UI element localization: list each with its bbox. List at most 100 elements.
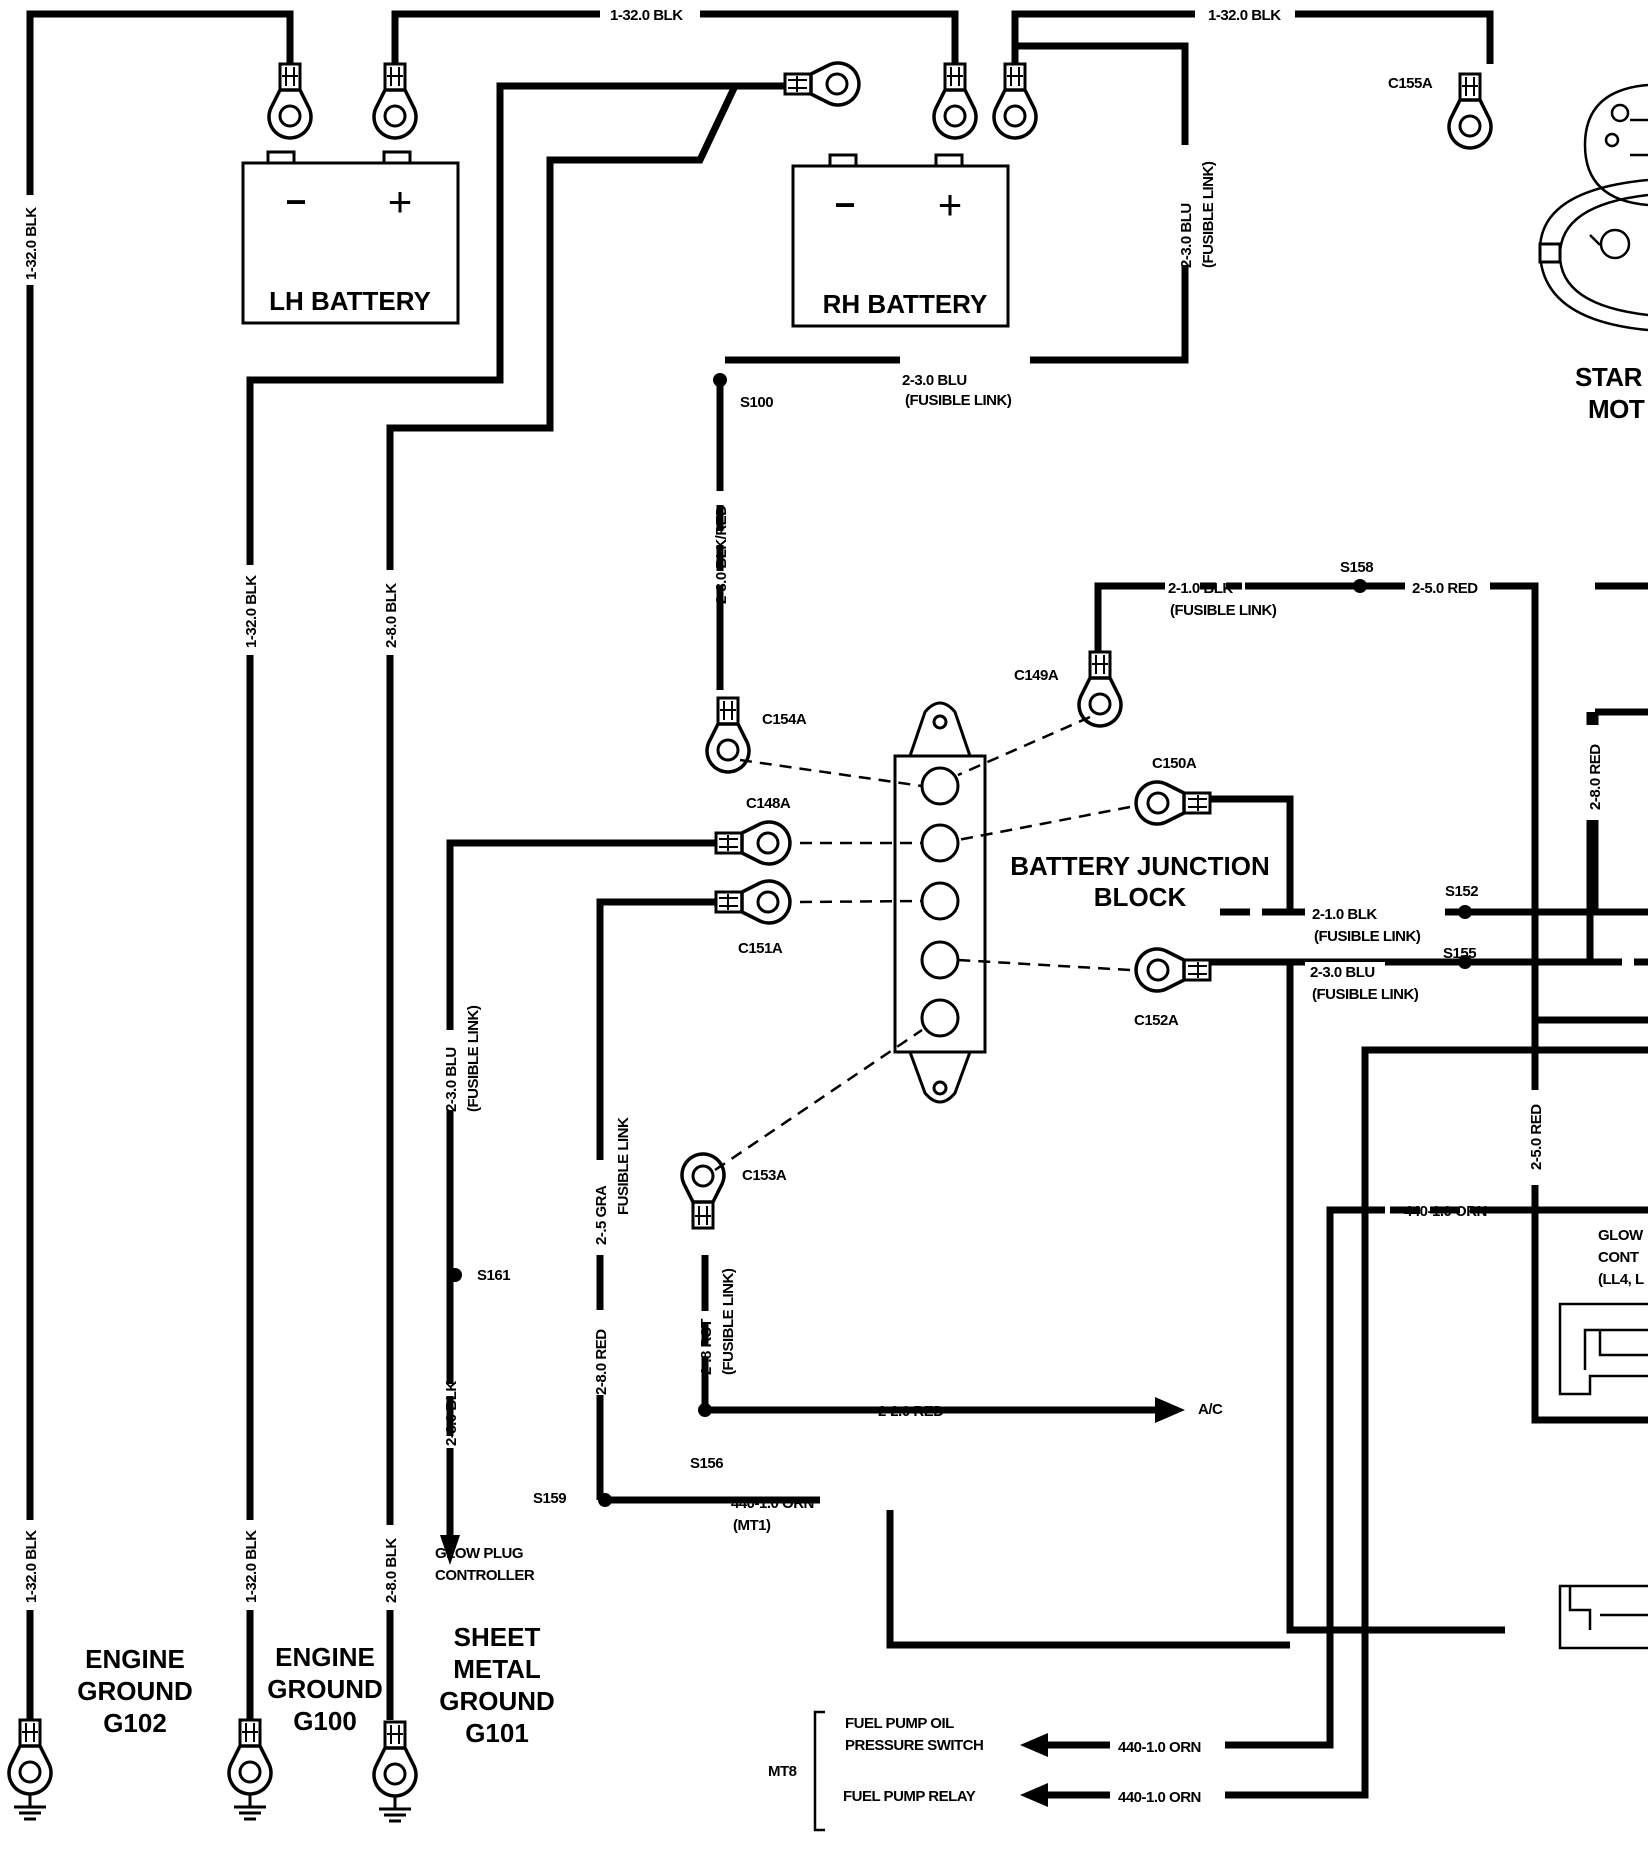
c148a-terminal <box>714 820 792 866</box>
wire-label-mid-2: 1-32.0 BLK <box>243 1530 260 1603</box>
wire-label-orn-fpo: 440-1.0 ORN <box>1118 1739 1201 1756</box>
g102-label-2: GROUND <box>77 1676 193 1706</box>
wire-label-top-left: 1-32.0 BLK <box>610 7 683 24</box>
g102-ground-icon <box>12 1791 48 1821</box>
wire-label-c149-fl: (FUSIBLE LINK) <box>1170 602 1277 619</box>
rh-battery-label: RH BATTERY <box>823 289 988 319</box>
wire-label-top-right: 1-32.0 BLK <box>1208 7 1281 24</box>
wire-label-rh-blu: 2-3.0 BLU <box>1178 203 1195 268</box>
g101-ground-terminal <box>372 1720 418 1798</box>
g101-label-2: METAL <box>453 1654 541 1684</box>
rh-pos-terminal <box>992 62 1038 140</box>
arrows <box>440 1397 1185 1807</box>
rh-neg-symbol: − <box>834 184 855 225</box>
grounds: ENGINE GROUND G102 ENGINE GROUND G100 SH… <box>7 1622 555 1823</box>
c151a-terminal <box>714 879 792 925</box>
g100-label-2: GROUND <box>267 1674 383 1704</box>
connector-c155a: C155A <box>1388 75 1433 92</box>
splice-s152: S152 <box>1445 883 1478 900</box>
wire-label-rst: 2-.8 RST <box>698 1319 715 1375</box>
rh-pos-symbol: + <box>938 181 963 228</box>
lh-battery: − + LH BATTERY <box>241 150 460 325</box>
g100-ground-icon <box>232 1791 268 1821</box>
dest-gpc-2: CONTROLLER <box>435 1567 535 1584</box>
wire-label-c148-fl: (FUSIBLE LINK) <box>465 1005 482 1112</box>
destination-labels: A/C GLOW PLUG CONTROLLER FUEL PUMP OIL P… <box>435 1401 1224 1805</box>
connector-c148a: C148A <box>746 795 791 812</box>
connector-c152a: C152A <box>1134 1012 1179 1029</box>
dest-ac: A/C <box>1198 1401 1223 1418</box>
lh-neg-terminal <box>267 62 313 140</box>
g102-label-1: ENGINE <box>85 1644 185 1674</box>
wire-label-rh-blu-fl: (FUSIBLE LINK) <box>1200 161 1217 268</box>
wire-label-mt1: (MT1) <box>733 1517 771 1534</box>
g100-label-3: G100 <box>293 1706 357 1736</box>
top-horizontal-terminal <box>783 61 861 107</box>
dest-fpo-2: PRESSURE SWITCH <box>845 1737 983 1754</box>
connector-labels: C155A C154A C149A C150A C148A C151A C152… <box>477 75 1479 1507</box>
wire-label-g101-1: 2-8.0 BLK <box>383 583 400 648</box>
lh-pos-terminal <box>372 62 418 140</box>
splice-s156: S156 <box>690 1455 723 1472</box>
wire-label-c149-blk: 2-1.0 BLK <box>1168 580 1233 597</box>
splice-s159: S159 <box>533 1490 566 1507</box>
glow-ctrl-label-3: (LL4, L <box>1598 1271 1644 1288</box>
connector-c153a: C153A <box>742 1167 787 1184</box>
c150a-terminal <box>1134 780 1212 826</box>
mt8-label: MT8 <box>768 1763 797 1780</box>
g100-label-1: ENGINE <box>275 1642 375 1672</box>
wire-label-c148-blu: 2-3.0 BLU <box>443 1047 460 1112</box>
g101-label-1: SHEET <box>454 1622 541 1652</box>
wire-label-g101-2: 2-8.0 BLK <box>383 1538 400 1603</box>
glow-ctrl-label-1: GLOW <box>1598 1227 1644 1244</box>
wire-label-s100-blu: 2-3.0 BLU <box>902 372 967 389</box>
lh-battery-label: LH BATTERY <box>269 286 431 316</box>
c149a-terminal <box>1077 650 1123 728</box>
connector-c149a: C149A <box>1014 667 1059 684</box>
wire-label-c150-blk: 2-1.0 BLK <box>1312 906 1377 923</box>
g101-ground-icon <box>377 1793 413 1823</box>
wire-label-ac-red: 2-2.0 RED <box>878 1403 944 1420</box>
c155a-terminal <box>1447 72 1493 150</box>
rh-neg-terminal <box>932 62 978 140</box>
glow-ctrl-label-2: CONT <box>1598 1249 1639 1266</box>
wire-label-red-v1: 2-8.0 RED <box>1587 744 1604 810</box>
wire-label-gra-fl: FUSIBLE LINK <box>615 1117 632 1215</box>
wire-label-c152-fl: (FUSIBLE LINK) <box>1312 986 1419 1003</box>
wire-label-c152-blu: 2-3.0 BLU <box>1310 964 1375 981</box>
g102-ground-terminal <box>7 1718 53 1796</box>
connector-c154a: C154A <box>762 711 807 728</box>
starter-label-1: STAR <box>1575 362 1643 392</box>
junction-block-title-2: BLOCK <box>1094 882 1187 912</box>
lh-neg-symbol: − <box>285 181 306 222</box>
wire-label-orn-right: 440-1.0 ORN <box>1404 1203 1487 1220</box>
wire-label-blk-red: 2-8.0 BLK/RED <box>713 505 730 604</box>
dest-gpc-1: GLOW PLUG <box>435 1545 523 1562</box>
wire-label-left-1: 1-32.0 BLK <box>23 207 40 280</box>
junction-connections <box>714 715 1131 1172</box>
wire-label-rst-fl: (FUSIBLE LINK) <box>720 1268 737 1375</box>
wire-label-s158-red: 2-5.0 RED <box>1412 580 1478 597</box>
connector-c151a: C151A <box>738 940 783 957</box>
wire-label-orn-fpr: 440-1.0 ORN <box>1118 1789 1201 1806</box>
vertical-wire-labels: 1-32.0 BLK 1-32.0 BLK 1-32.0 BLK 1-32.0 … <box>23 161 1604 1603</box>
splice-s100: S100 <box>740 394 773 411</box>
wire-label-c150-fl: (FUSIBLE LINK) <box>1314 928 1421 945</box>
glow-controller-partial: GLOW CONT (LL4, L <box>1558 1227 1648 1650</box>
c152a-terminal <box>1134 947 1212 993</box>
wire-label-gra: 2-.5 GRA <box>593 1185 610 1245</box>
g101-label-4: G101 <box>465 1718 529 1748</box>
rh-battery: − + RH BATTERY <box>791 153 1010 328</box>
wire-label-orn-mt1: 440-1.0 ORN <box>731 1495 814 1512</box>
g100-ground-terminal <box>227 1718 273 1796</box>
starter-motor: STAR MOT <box>1538 83 1648 424</box>
wire-labels: 1-32.0 BLK 1-32.0 BLK 2-3.0 BLU (FUSIBLE… <box>610 7 1487 1806</box>
g101-label-3: GROUND <box>439 1686 555 1716</box>
c153a-terminal <box>680 1152 726 1230</box>
junction-block-title-1: BATTERY JUNCTION <box>1010 851 1270 881</box>
g102-label-3: G102 <box>103 1708 167 1738</box>
wire-label-left-2: 1-32.0 BLK <box>23 1530 40 1603</box>
connector-c150a: C150A <box>1152 755 1197 772</box>
starter-label-2: MOT <box>1588 394 1645 424</box>
